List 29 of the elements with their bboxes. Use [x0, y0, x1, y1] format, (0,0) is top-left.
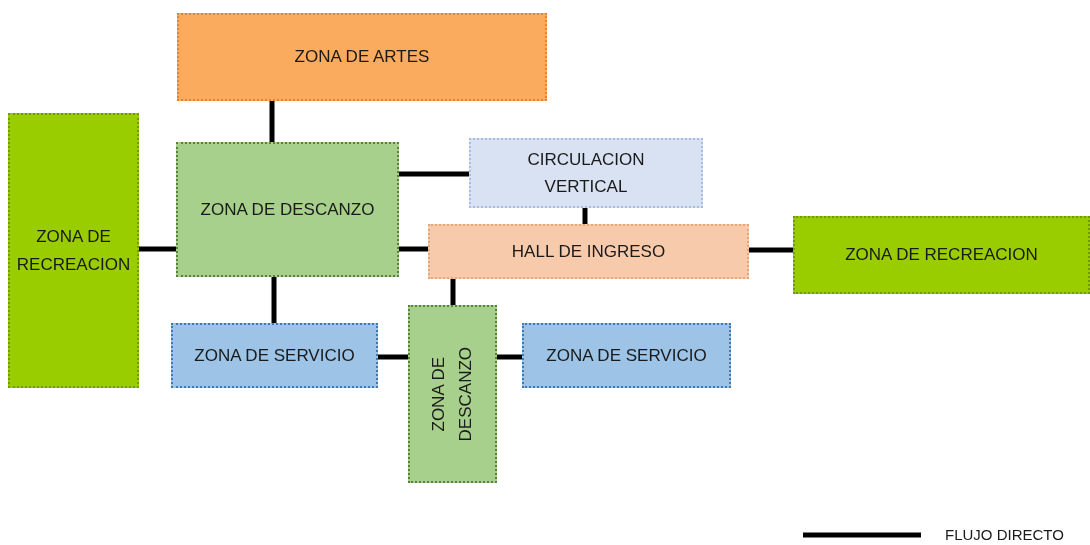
- connector-line: [139, 246, 176, 252]
- zone-label: HALL DE INGRESO: [511, 240, 666, 263]
- connector-line: [450, 279, 456, 305]
- connector-line: [399, 246, 428, 252]
- zone-box: [793, 216, 1090, 294]
- zone-label: ZONA DE SERVICIO: [546, 344, 707, 367]
- zone-label: ZONA DE SERVICIO: [194, 344, 355, 367]
- zone-label: CIRCULACION VERTICAL: [526, 148, 646, 198]
- zone-box: [522, 323, 731, 388]
- zone-box: [469, 138, 703, 208]
- zone-label: ZONA DE DESCANZO: [200, 198, 375, 221]
- legend-label: FLUJO DIRECTO: [945, 525, 1064, 545]
- zone-box: [408, 305, 497, 483]
- connector-line: [269, 101, 275, 142]
- zone-box: [8, 113, 139, 388]
- zone-label: ZONA DE RECREACION: [845, 244, 1038, 267]
- connector-line: [749, 247, 793, 253]
- zone-box: [176, 142, 399, 277]
- zone-box: [428, 224, 749, 279]
- connector-line: [378, 354, 408, 360]
- zone-label: ZONA DE DESCANZO: [428, 346, 477, 442]
- zone-label: ZONA DE RECREACION: [15, 226, 132, 276]
- zone-box: [171, 323, 378, 388]
- connector-line: [582, 208, 588, 224]
- connector-line: [497, 354, 522, 360]
- zone-label: ZONA DE ARTES: [294, 46, 430, 69]
- connector-line: [271, 277, 277, 323]
- connector-line: [399, 171, 469, 177]
- zone-box: [177, 13, 547, 101]
